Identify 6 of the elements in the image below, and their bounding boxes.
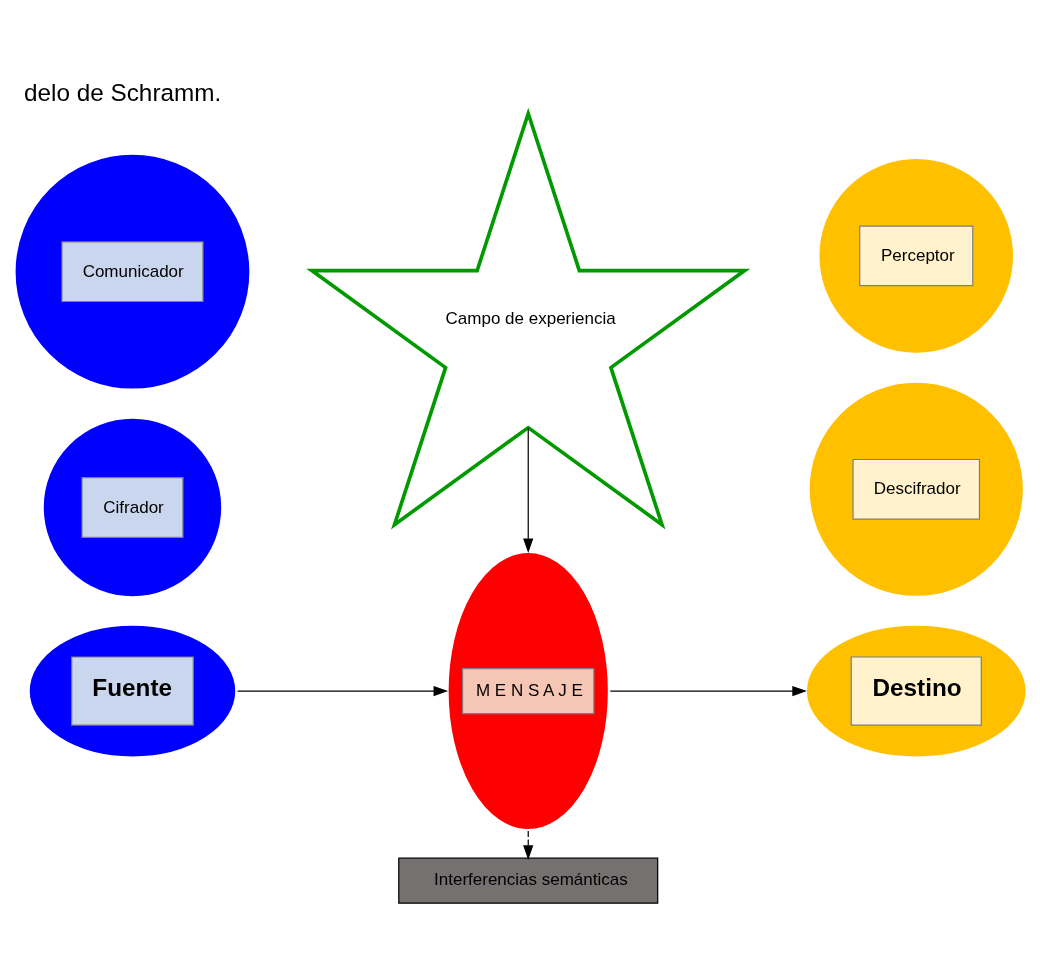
diagram-title: delo de Schramm. xyxy=(23,79,221,107)
arrow xyxy=(609,685,807,697)
node-box: Interferencias semánticas xyxy=(397,857,658,904)
arrow xyxy=(522,830,533,860)
arrow xyxy=(236,685,448,697)
arrow xyxy=(522,427,533,554)
